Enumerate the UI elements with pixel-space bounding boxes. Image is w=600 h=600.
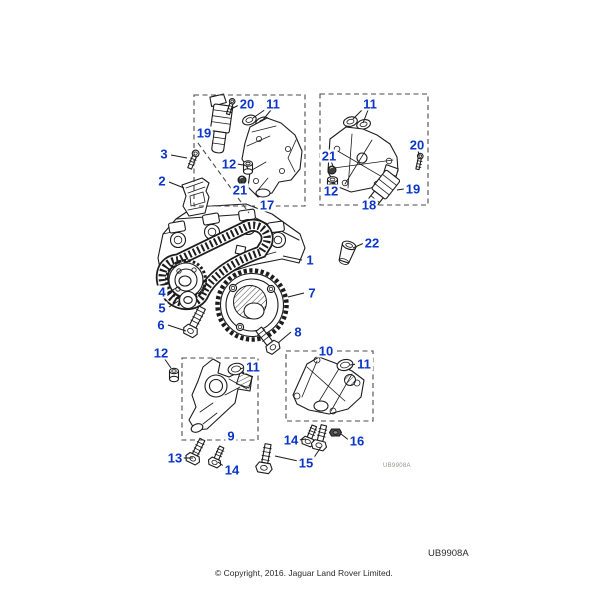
bolt-15-right-drawing [310,424,328,452]
plug-22-drawing [338,240,357,265]
bracket-10-drawing [292,356,365,415]
bolt-14-left-drawing [207,445,225,469]
nut-16-drawing [328,428,343,437]
housing-17 [241,117,303,198]
oring-21b [327,165,337,175]
vvt-assembly-17-drawing [209,93,303,198]
screw-20a [225,97,236,116]
chain-guide-2-drawing [181,177,210,217]
bolt-3-drawing [187,149,200,170]
sprocket-4-drawing [165,259,207,301]
bolt-6-drawing [183,305,206,339]
drawing-code-inline: UB9908A [383,463,411,469]
seal-11c [227,362,245,376]
drawing-code: UB9908A [428,548,469,559]
bolt-15-left-drawing [255,443,273,475]
bolt-8-drawing [255,326,281,355]
copyright-text: © Copyright, 2016. Jaguar Land Rover Lim… [215,568,393,578]
spacer-5-drawing [178,290,198,310]
bushing-12a [242,160,254,175]
seal-11d [336,358,354,372]
camshaft-gear-7-drawing [215,268,289,342]
screw-20b [415,152,424,171]
vvt-assembly-18-drawing [326,116,424,211]
seals-11b [343,116,371,130]
bushing-12c [168,367,180,383]
bracket-9-drawing [188,358,254,433]
bolt-13-drawing [185,437,206,466]
